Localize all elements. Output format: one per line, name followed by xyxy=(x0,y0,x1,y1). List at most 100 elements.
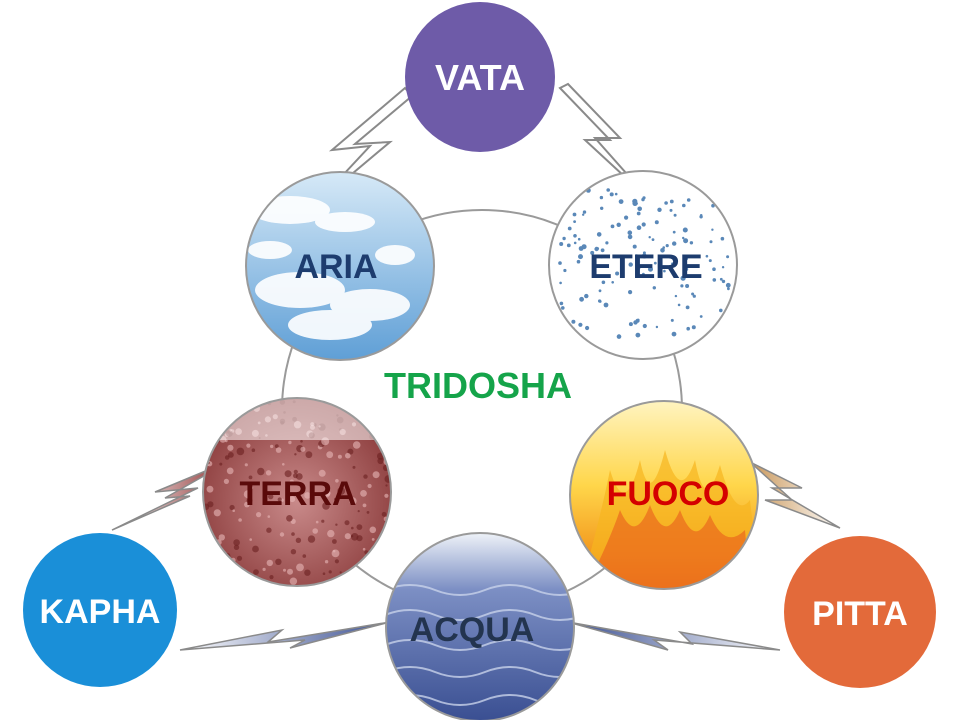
rock-speck xyxy=(277,497,282,502)
rock-speck xyxy=(246,497,253,504)
ether-dot xyxy=(641,197,645,202)
rock-speck xyxy=(267,515,271,518)
rock-speck xyxy=(244,463,248,467)
pitta-label: PITTA xyxy=(812,595,908,633)
rock-speck xyxy=(324,490,331,496)
ether-dot xyxy=(662,246,665,249)
ether-dot xyxy=(606,188,610,192)
rock-speck xyxy=(386,570,391,576)
ether-dot xyxy=(635,332,641,338)
ether-dot xyxy=(682,203,686,208)
rock-speck xyxy=(300,446,306,452)
ether-dot xyxy=(635,265,641,270)
rock-speck xyxy=(362,503,367,508)
ether-dot xyxy=(562,236,566,241)
rock-speck xyxy=(266,527,272,533)
rock-speck xyxy=(295,473,303,480)
ether-dot xyxy=(680,275,686,281)
rock-speck xyxy=(305,451,313,459)
ether-dot xyxy=(674,294,678,298)
kapha-label: KAPHA xyxy=(40,593,161,631)
rock-speck xyxy=(274,444,279,449)
ether-dot xyxy=(590,250,595,255)
rock-speck xyxy=(344,533,351,540)
vata-label: VATA xyxy=(435,57,525,98)
ether-dot xyxy=(691,325,696,330)
ether-dot xyxy=(664,201,668,205)
ether-dot xyxy=(720,236,725,241)
ether-dot xyxy=(683,238,689,244)
rock-speck xyxy=(381,411,389,419)
rock-speck xyxy=(371,538,375,541)
rock-speck xyxy=(331,549,340,558)
ether-dot xyxy=(726,255,730,259)
rock-speck xyxy=(380,416,386,422)
rock-speck xyxy=(332,549,336,553)
rock-speck xyxy=(289,577,298,585)
rock-speck xyxy=(236,569,243,576)
ether-dot xyxy=(635,254,639,258)
ether-dot xyxy=(582,210,587,214)
rock-speck xyxy=(257,467,265,476)
rock-speck xyxy=(352,441,361,449)
ether-dot xyxy=(579,296,584,302)
rock-speck xyxy=(232,509,235,512)
ether-dot xyxy=(677,303,681,307)
ether-dot xyxy=(614,192,618,196)
aria-circle xyxy=(245,171,435,361)
ether-dot xyxy=(598,299,602,303)
ether-dot xyxy=(653,261,657,265)
rock-speck xyxy=(258,583,261,586)
rock-speck xyxy=(223,478,229,484)
rock-speck xyxy=(351,535,354,538)
ether-dot xyxy=(648,236,651,239)
rock-speck xyxy=(251,448,256,453)
rock-speck xyxy=(332,539,337,544)
ether-dot xyxy=(722,326,727,332)
ether-dot xyxy=(673,213,677,217)
ether-dot xyxy=(708,259,712,263)
ether-dot xyxy=(578,254,583,260)
acqua-circle xyxy=(385,532,575,720)
rock-speck xyxy=(226,467,234,475)
rock-speck xyxy=(214,435,218,439)
ether-dot xyxy=(627,234,633,240)
rock-speck xyxy=(289,479,294,484)
ether-dot xyxy=(573,241,577,245)
rock-speck xyxy=(269,575,274,580)
rock-speck xyxy=(363,474,368,479)
ether-dot xyxy=(721,279,726,284)
rock-speck xyxy=(321,519,325,523)
rock-speck xyxy=(337,487,346,495)
ether-dot xyxy=(558,261,562,265)
rock-speck xyxy=(345,452,351,459)
ether-dot xyxy=(627,230,633,235)
rock-speck xyxy=(207,551,212,556)
ether-dot xyxy=(600,248,605,253)
rock-speck xyxy=(300,440,303,443)
rock-speck xyxy=(227,444,234,451)
rock-speck xyxy=(256,511,262,518)
rock-speck xyxy=(236,447,245,456)
aria-label: ARIA xyxy=(294,248,377,286)
rock-speck xyxy=(283,568,286,572)
ether-dot xyxy=(648,266,653,272)
ether-dot xyxy=(571,319,576,324)
pitta-fuoco-bolt xyxy=(749,461,841,529)
rock-speck xyxy=(348,399,356,407)
rock-speck xyxy=(262,567,266,572)
ether-dot xyxy=(691,292,695,296)
rock-speck xyxy=(224,439,228,443)
rock-speck xyxy=(302,554,307,558)
ether-dot xyxy=(573,220,576,224)
rock-speck xyxy=(233,539,240,546)
ether-dot xyxy=(671,262,674,266)
ether-dot xyxy=(709,240,713,244)
rock-speck xyxy=(288,440,292,445)
ether-dot xyxy=(561,306,565,310)
rock-speck xyxy=(384,534,391,542)
ether-dot xyxy=(655,325,659,329)
rock-speck xyxy=(360,490,367,497)
ether-dot xyxy=(689,241,694,245)
